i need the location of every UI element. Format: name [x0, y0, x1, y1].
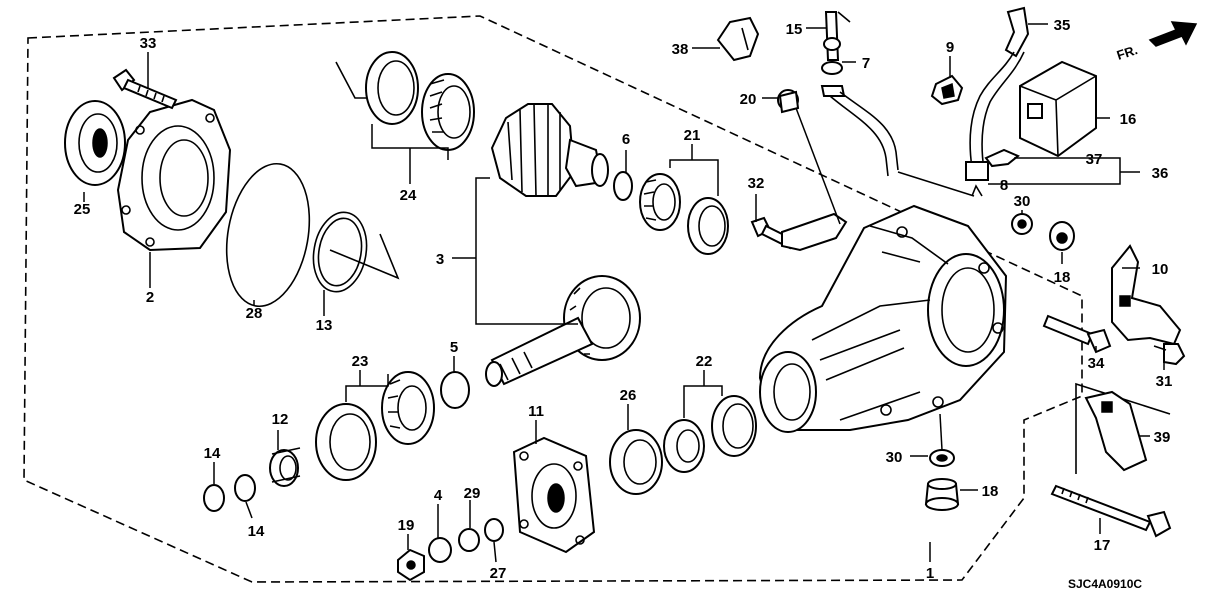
label-13: 13: [316, 317, 333, 334]
label-22: 22: [696, 353, 713, 370]
label-11: 11: [528, 403, 544, 420]
label-1: 1: [926, 565, 934, 582]
part-17-long-bolt: [1050, 484, 1172, 538]
part-14-seal-right: [234, 474, 256, 502]
part-4-washer: [428, 537, 452, 563]
label-6: 6: [622, 131, 630, 148]
part-14-seal-left: [203, 484, 225, 512]
part-27-ring: [484, 518, 504, 542]
part-21-tapered-bearing: [639, 173, 729, 255]
assembly-boundary: [23, 15, 1083, 583]
part-11-companion-flange: [512, 436, 596, 554]
label-18-lower: 18: [982, 483, 999, 500]
label-28: 28: [246, 305, 263, 322]
label-27: 27: [490, 565, 507, 582]
label-2: 2: [146, 289, 154, 306]
part-26-bearing: [609, 429, 663, 495]
label-3: 3: [436, 251, 444, 268]
label-8: 8: [1000, 177, 1008, 194]
part-8-breather-hose: [965, 51, 1025, 197]
part-3-hypoid-gear-set: [485, 103, 641, 387]
label-39: 39: [1154, 429, 1171, 446]
bracket-guide-line: [1075, 382, 1171, 474]
label-10: 10: [1152, 261, 1169, 278]
callout-labels: 33 25 2 28 13 24 3 6 21 32 38 15 7 20 9 …: [74, 17, 1173, 591]
part-7-breather-tube: [820, 61, 899, 177]
part-24-tapered-bearing-set: [335, 51, 475, 151]
label-21: 21: [684, 127, 701, 144]
part-30-sealing-washer-lower: [929, 449, 955, 467]
label-25: 25: [74, 201, 91, 218]
label-7: 7: [862, 55, 870, 72]
label-34: 34: [1088, 355, 1105, 372]
label-36: 36: [1152, 165, 1169, 182]
part-34-bolt: [1042, 314, 1112, 354]
part-13-shim: [312, 211, 400, 293]
part-6-shim: [613, 171, 633, 201]
label-38: 38: [672, 41, 689, 58]
leader-lines: [83, 23, 1165, 563]
label-20: 20: [740, 91, 757, 108]
label-23: 23: [352, 353, 369, 370]
part-39-bracket: [1084, 390, 1148, 472]
label-19: 19: [398, 517, 415, 534]
label-26: 26: [620, 387, 637, 404]
part-22-tapered-bearing: [663, 395, 757, 473]
label-17: 17: [1094, 537, 1111, 554]
label-29: 29: [464, 485, 481, 502]
label-15: 15: [786, 21, 803, 38]
label-5: 5: [450, 339, 458, 356]
label-35: 35: [1054, 17, 1071, 34]
part-29-seal: [458, 528, 480, 552]
label-14-lower: 14: [248, 523, 265, 540]
part-35-bracket: [1004, 6, 1030, 58]
part-33-flange-bolt: [112, 68, 178, 110]
label-12: 12: [272, 411, 289, 428]
part-37-clip: [984, 148, 1020, 168]
front-direction-label: FR.: [1115, 42, 1140, 63]
part-20-breather-cap: [777, 89, 800, 114]
label-4: 4: [434, 487, 443, 504]
part-18-drain-plug-lower: [924, 478, 960, 511]
front-direction-indicator: [1148, 21, 1198, 47]
part-18-drain-plug-upper: [1049, 221, 1075, 251]
part-15-breather-fitting: [823, 11, 851, 61]
part-38-hose-clamp: [716, 16, 760, 62]
label-30-upper: 30: [1014, 193, 1031, 210]
part-2-differential-cover: [116, 98, 232, 252]
part-25-oil-seal: [64, 100, 126, 186]
part-30-sealing-washer-upper: [1011, 213, 1033, 235]
part-31-nut: [1153, 343, 1186, 366]
label-37: 37: [1086, 151, 1103, 168]
part-10-mounting-bracket: [1111, 244, 1182, 346]
label-31: 31: [1156, 373, 1173, 390]
label-30-lower: 30: [886, 449, 903, 466]
label-16: 16: [1120, 111, 1137, 128]
part-28-o-ring: [225, 162, 311, 308]
part-23-tapered-bearing: [315, 371, 435, 481]
part-16-control-unit: [1019, 60, 1097, 158]
label-32: 32: [748, 175, 765, 192]
part-9-clip: [930, 74, 964, 106]
part-12-collar: [269, 447, 301, 487]
part-5-shim: [440, 371, 470, 409]
label-18-upper: 18: [1054, 269, 1071, 286]
part-19-lock-nut: [397, 548, 425, 582]
label-14-upper: 14: [204, 445, 221, 462]
part-1-differential-carrier: [758, 204, 1008, 433]
cover-plate: [781, 212, 848, 252]
label-24: 24: [400, 187, 417, 204]
label-33: 33: [140, 35, 157, 52]
label-9: 9: [946, 39, 954, 56]
diagram-reference-code: SJC4A0910C: [1068, 577, 1142, 591]
